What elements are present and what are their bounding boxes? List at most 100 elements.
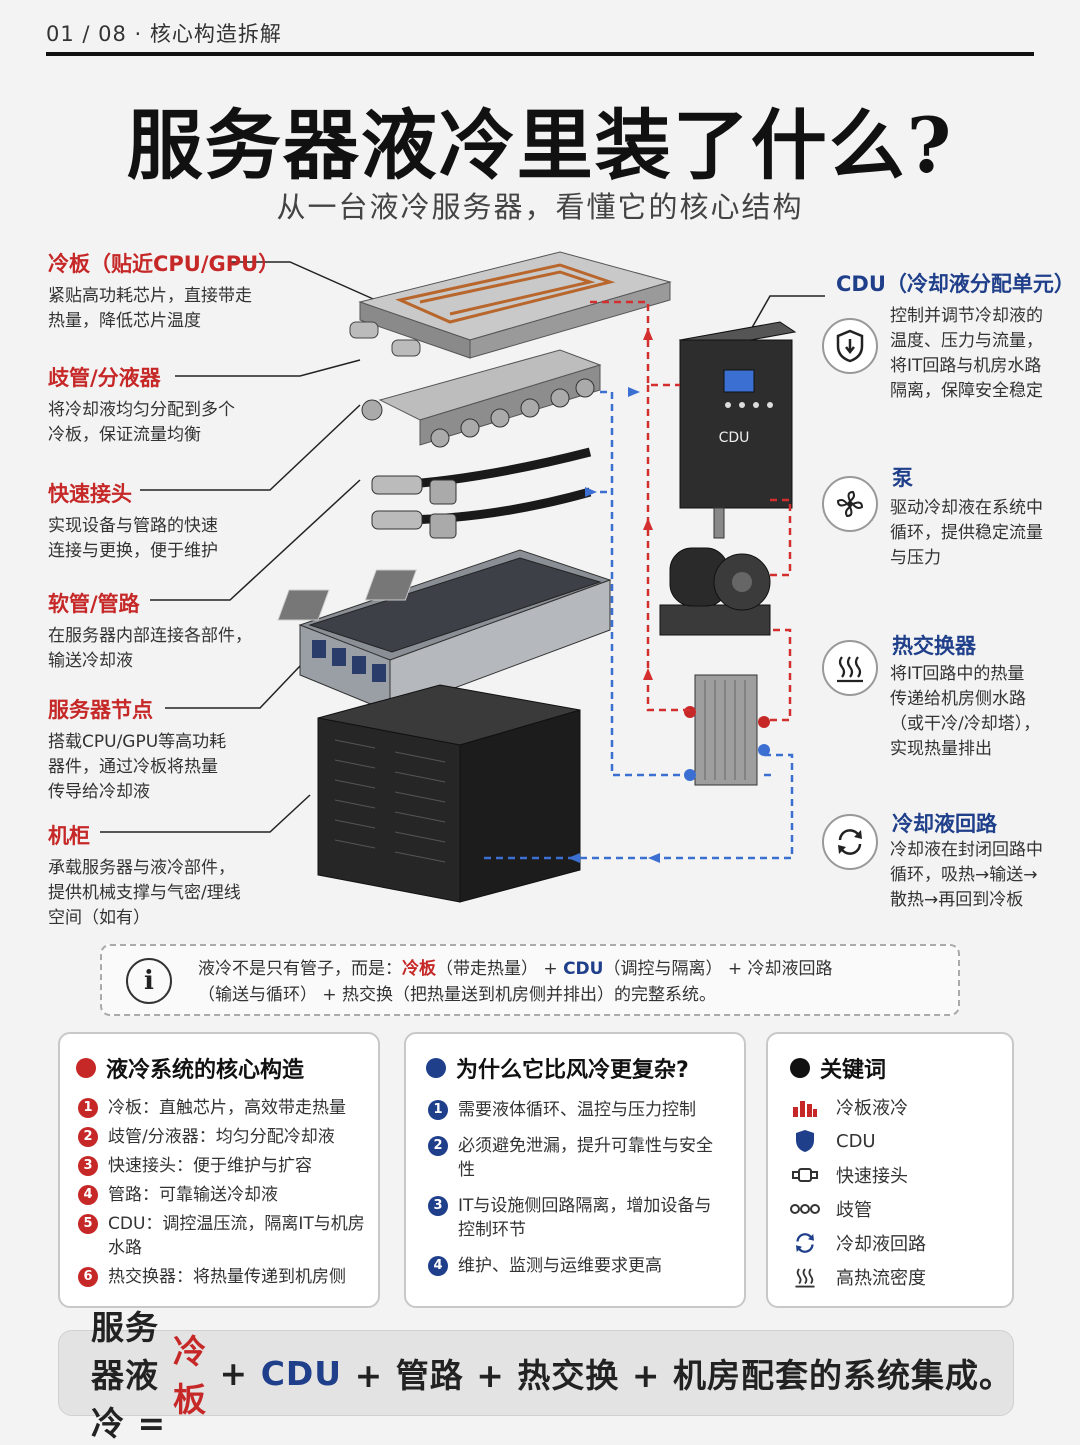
right-leader-lines [744,295,825,341]
info-keyword-cdu: CDU [563,959,604,979]
keyword-item: 冷板液冷 [790,1090,1000,1124]
label-desc-2: 温度、压力与流量， [890,331,1043,351]
label-heat-exchanger-title: 热交换器 [892,634,976,658]
label-desc-2: 器件，通过冷板将热量 [48,757,218,777]
label-title: 歧管/分液器 [48,366,161,390]
label-desc-1: 驱动冷却液在系统中 [890,498,1043,518]
keyword-label: 冷板液冷 [836,1098,908,1119]
keyword-item: 歧管 [790,1192,1000,1226]
loop-icon [790,1231,820,1255]
card-title: 液冷系统的核心构造 [106,1058,305,1083]
label-title: 快速接头 [48,482,132,506]
summary-keyword-cdu: CDU [260,1353,343,1393]
label-desc-1: 紧贴高功耗芯片，直接带走 [48,286,252,306]
keyword-label: 快速接头 [836,1166,908,1187]
label-desc-2: 冷板，保证流量均衡 [48,425,201,445]
label-pump-desc: 驱动冷却液在系统中 循环，提供稳定流量 与压力 [890,496,1043,571]
label-desc-2: 循环，吸热→输送→ [890,865,1038,885]
left-leader-lines [100,261,381,833]
label-title: 机柜 [48,824,90,848]
info-box: i 液冷不是只有管子，而是：冷板（带走热量） + CDU（调控与隔离） + 冷却… [100,944,960,1016]
info-keyword-cold-plate: 冷板 [402,959,436,979]
cold-loop-arrows [568,387,660,863]
card-header: 关键词 [790,1052,886,1084]
shield-icon [790,1129,820,1153]
cdu-unit-illustration: CDU [678,321,797,509]
list-item-text: IT与设施侧回路隔离，增加设备与控制环节 [458,1196,712,1240]
keyword-item: 高热流密度 [790,1260,1000,1294]
page-subtitle: 从一台液冷服务器，看懂它的核心结构 [276,190,804,224]
label-desc-1: 实现设备与管路的快速 [48,516,218,536]
summary-banner: 服务器液冷 = 冷板 + CDU + 管路 + 热交换 + 机房配套的系统集成。 [58,1308,1014,1443]
label-desc-3: 传导给冷却液 [48,782,150,802]
info-text-part: （调控与隔离） + 冷却液回路 [603,959,833,979]
rack-illustration [317,684,581,903]
liquid-cooling-illustration: CDU [100,251,825,903]
keyword-item: 冷却液回路 [790,1226,1000,1260]
label-coolant-loop-desc: 冷却液在封闭回路中 循环，吸热→输送→ 散热→再回到冷板 [890,838,1043,913]
manifold-illustration [361,349,602,448]
bar-icon [790,1097,820,1117]
label-rack: 机柜 承载服务器与液冷部件， 提供机械支撑与气密/理线 空间（如有） [48,820,241,931]
cold-loop-lines [480,390,794,860]
label-title: 服务器节点 [48,698,153,722]
summary-keyword-cold-plate: 冷板 [173,1332,208,1419]
info-text-line2: （输送与循环） + 热交换（把热量送到机房侧并排出）的完整系统。 [198,985,717,1005]
card-header: 为什么它比风冷更复杂? [426,1052,689,1084]
page-title: 服务器液冷里装了什么? [126,101,954,190]
blue-dot-icon [426,1058,446,1078]
list-item-text: 需要液体循环、温控与压力控制 [458,1100,696,1120]
label-quick-connector: 快速接头 实现设备与管路的快速 连接与更换，便于维护 [48,478,218,564]
keyword-list: 冷板液冷 CDU 快速接头 歧管 冷却液回路 高热流密度 [790,1090,1000,1294]
summary-text: 服务器液冷 = [91,1308,167,1443]
loop-icon [822,814,878,870]
red-dot-icon [76,1058,96,1078]
heat-icon [790,1266,820,1288]
keyword-label: 冷却液回路 [836,1234,926,1255]
hot-loop-lines [590,300,792,722]
info-text-part: （带走热量） + [436,959,564,979]
label-desc-1: 承载服务器与液冷部件， [48,858,235,878]
label-desc-4: 实现热量排出 [890,739,992,759]
label-desc-1: 搭载CPU/GPU等高功耗 [48,732,227,752]
card-header: 液冷系统的核心构造 [76,1052,304,1084]
label-pump-title: 泵 [892,466,913,490]
shield-icon [822,318,878,374]
list-item-text: 热交换器：将热量传递到机房侧 [108,1267,346,1287]
label-desc-1: 将冷却液均匀分配到多个 [48,400,235,420]
card-title: 为什么它比风冷更复杂? [456,1058,689,1083]
label-desc-2: 提供机械支撑与气密/理线 [48,883,241,903]
quick-connector-illustration [371,447,592,539]
label-cdu-title: CDU（冷却液分配单元） [836,272,1075,296]
label-desc-1: 控制并调节冷却液的 [890,306,1043,326]
summary-text: + [207,1353,261,1393]
label-desc-1: 冷却液在封闭回路中 [890,840,1043,860]
hot-loop-arrows [643,328,653,680]
list-item-text: CDU：调控温压流，隔离IT与机房水路 [108,1214,365,1258]
cold-plate-illustration [349,251,672,359]
label-desc-2: 热量，降低芯片温度 [48,311,201,331]
label-desc-2: 循环，提供稳定流量 [890,523,1043,543]
cdu-unit-label: CDU [719,430,750,446]
heat-icon [822,640,878,696]
label-heat-exchanger-desc: 将IT回路中的热量 传递给机房侧水路 （或干冷/冷却塔）， 实现热量排出 [890,662,1040,762]
label-cdu-desc: 控制并调节冷却液的 温度、压力与流量， 将IT回路与机房水路 隔离，保障安全稳定 [890,304,1043,404]
summary-text: + 管路 + 热交换 + 机房配套的系统集成。 [342,1356,1013,1395]
manifold-icon [790,1203,820,1215]
label-desc-3: 空间（如有） [48,908,150,928]
keyword-label: CDU [836,1130,876,1152]
keywords-card: 关键词 冷板液冷 CDU 快速接头 歧管 冷却液回路 高热流密度 [766,1032,1014,1308]
label-desc-1: 在服务器内部连接各部件， [48,626,252,646]
label-title: 冷板（贴近CPU/GPU） [48,252,280,276]
label-desc-3: （或干冷/冷却塔）， [890,714,1041,734]
